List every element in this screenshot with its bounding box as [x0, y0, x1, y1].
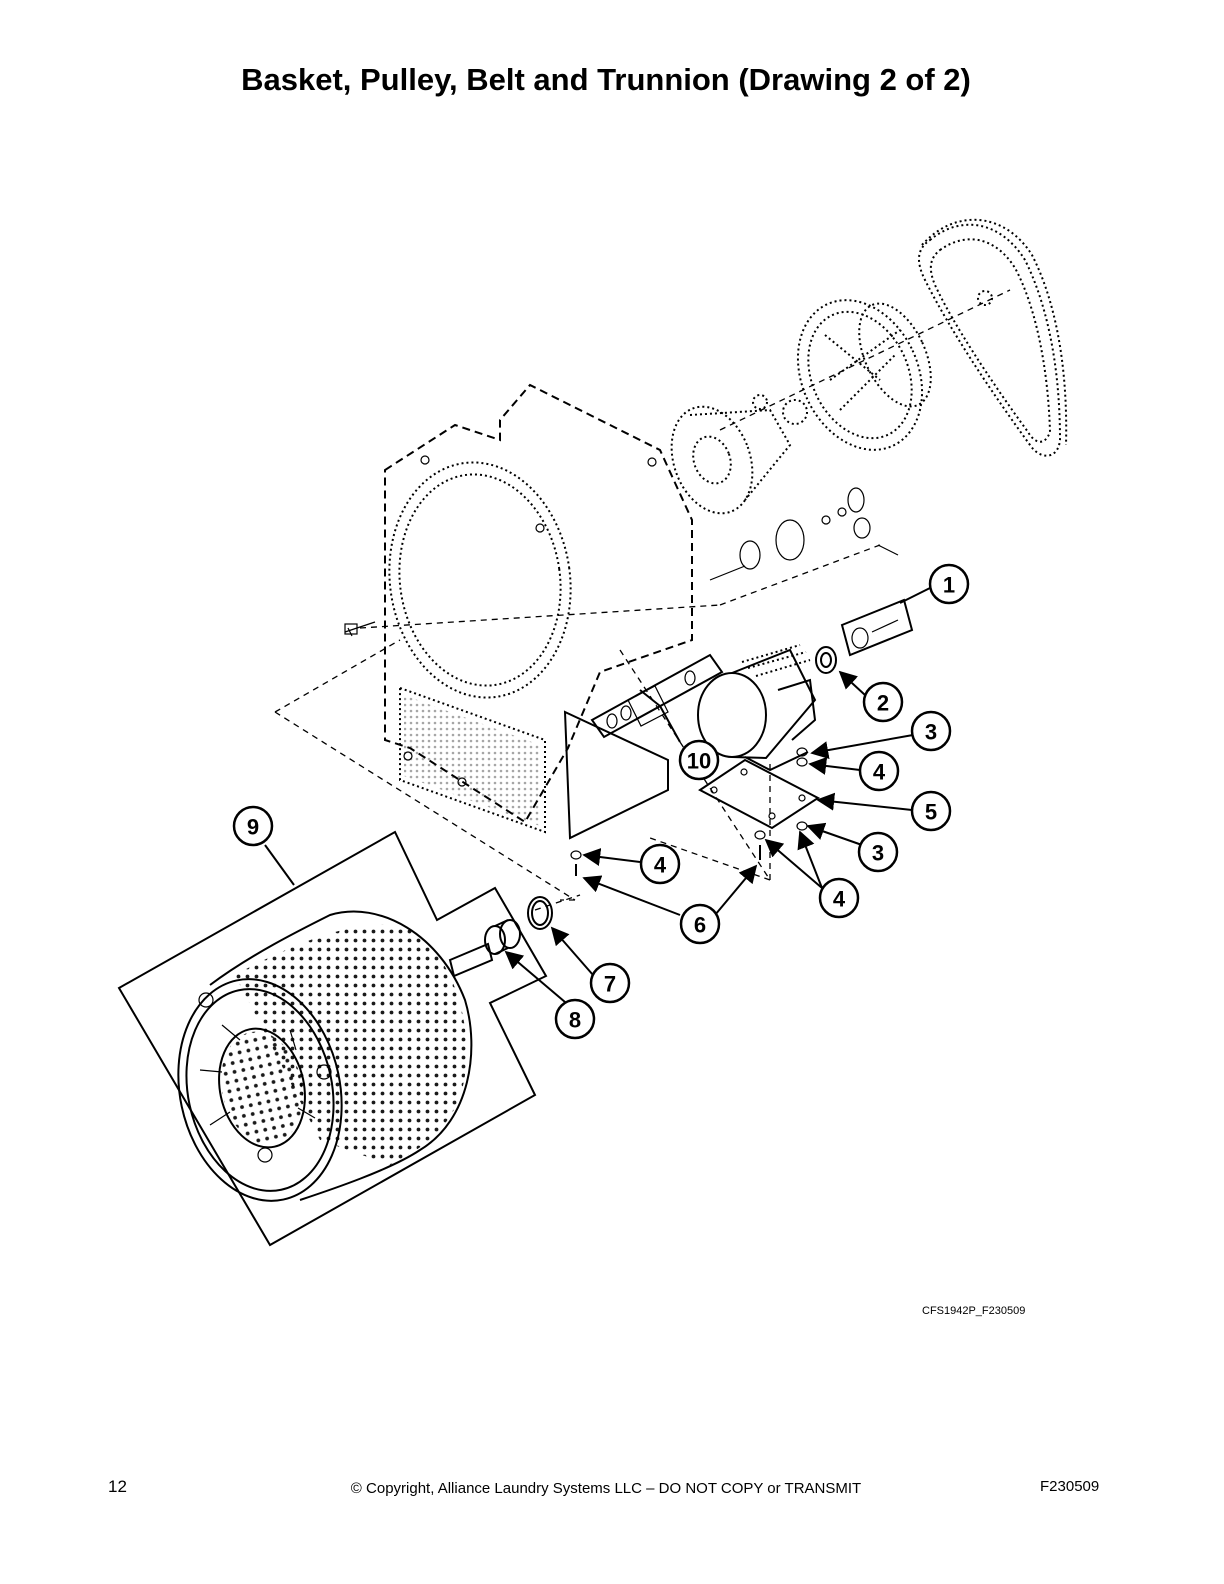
drive-pulley [796, 299, 932, 451]
page-number: 12 [108, 1477, 127, 1496]
basket-drum [177, 910, 494, 1202]
callout-9: 9 [232, 805, 274, 847]
svg-text:2: 2 [877, 691, 889, 716]
motor-mount-plate [698, 758, 820, 830]
frame-fasteners [344, 487, 899, 637]
callout-8: 8 [554, 998, 596, 1040]
callout-2: 2 [862, 681, 904, 723]
svg-text:3: 3 [872, 841, 884, 866]
svg-text:8: 8 [569, 1008, 581, 1033]
drawing-id: CFS1942P_F230509 [922, 1305, 1026, 1317]
callout-4: 4 [858, 750, 900, 792]
basket-outline [117, 830, 548, 1247]
svg-text:4: 4 [833, 887, 846, 912]
svg-text:5: 5 [925, 800, 937, 825]
svg-text:6: 6 [694, 913, 706, 938]
trunnion-frame [384, 383, 693, 840]
page-title: Basket, Pulley, Belt and Trunnion (Drawi… [241, 62, 971, 97]
bearing-housing [670, 405, 792, 515]
trunnion-rod [590, 653, 724, 739]
copyright-notice: © Copyright, Alliance Laundry Systems LL… [350, 1480, 862, 1497]
svg-text:7: 7 [604, 972, 616, 997]
callout-3: 3 [910, 710, 952, 752]
callout-5: 5 [910, 790, 952, 832]
callout-6: 6 [679, 903, 721, 945]
small-hardware [570, 747, 808, 876]
callout-1: 1 [928, 563, 970, 605]
svg-text:4: 4 [654, 853, 667, 878]
belt [918, 218, 1068, 457]
svg-text:1: 1 [943, 573, 955, 598]
bushing-and-ring [484, 896, 553, 955]
callout-7: 7 [589, 962, 631, 1004]
motor-pulley-assembly [815, 598, 914, 674]
motor [697, 644, 817, 772]
callout-4: 4 [639, 843, 681, 885]
svg-text:10: 10 [687, 749, 711, 774]
svg-text:3: 3 [925, 720, 937, 745]
belt-shaft-hardware [719, 289, 1011, 431]
callout-4: 4 [818, 877, 860, 919]
callout-10: 10 [678, 739, 720, 781]
svg-text:4: 4 [873, 760, 886, 785]
callout-3: 3 [857, 831, 899, 873]
leader-lines [264, 587, 931, 1003]
svg-text:9: 9 [247, 815, 259, 840]
document-code: F230509 [1040, 1478, 1100, 1495]
